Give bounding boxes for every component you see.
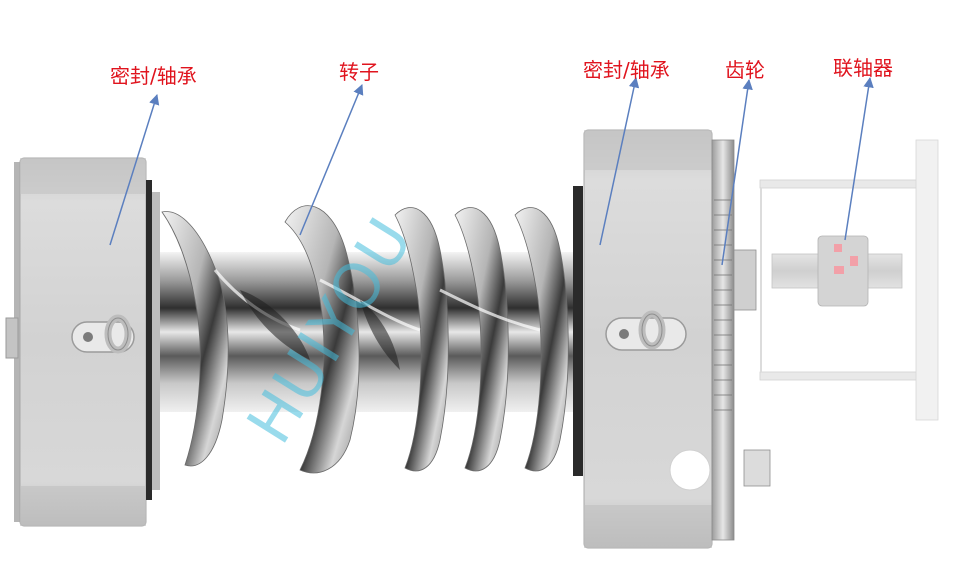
arrow-coupling bbox=[844, 76, 874, 241]
arrow-rotor bbox=[299, 84, 364, 236]
label-left-seal-bearing: 密封/轴承 bbox=[110, 64, 197, 88]
left-housing bbox=[5, 157, 160, 527]
lifting-eye-left bbox=[71, 314, 135, 354]
coupling-assembly bbox=[759, 139, 939, 421]
label-gear: 齿轮 bbox=[725, 58, 765, 82]
arrow-gear bbox=[721, 78, 753, 266]
right-housing bbox=[573, 129, 713, 549]
arrow-right-seal bbox=[599, 76, 640, 246]
label-rotor: 转子 bbox=[339, 60, 379, 84]
screw-rotors bbox=[160, 205, 580, 474]
timing-gear bbox=[711, 139, 771, 541]
lifting-eye-right bbox=[605, 310, 687, 351]
arrow-left-seal bbox=[109, 93, 160, 246]
label-coupling: 联轴器 bbox=[833, 56, 893, 80]
callout-arrows bbox=[109, 76, 874, 266]
label-right-seal-bearing: 密封/轴承 bbox=[583, 58, 670, 82]
